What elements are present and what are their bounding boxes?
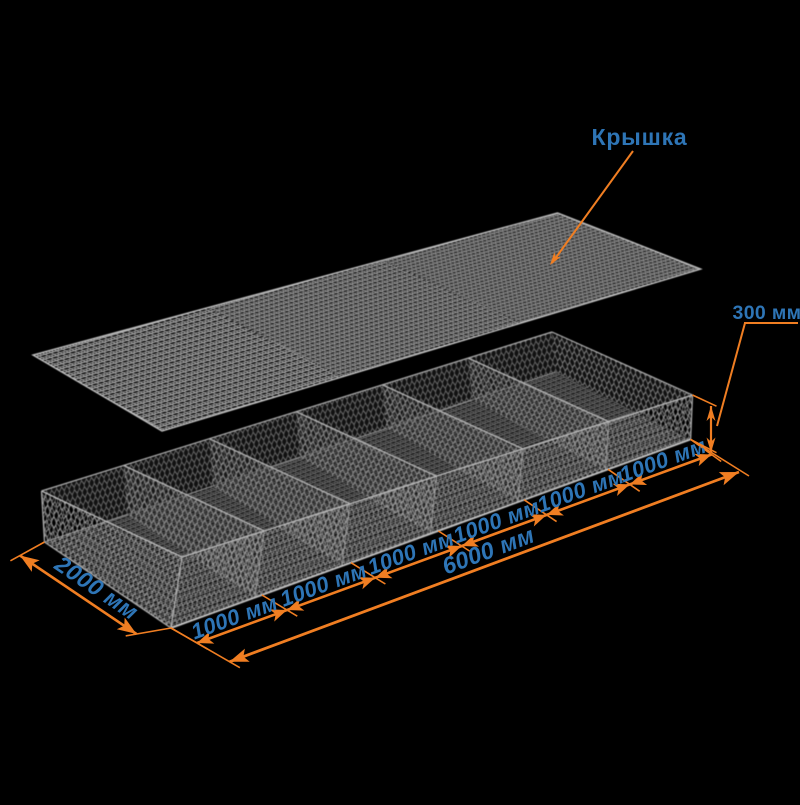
svg-text:300 мм: 300 мм [733, 302, 800, 324]
svg-text:Крышка: Крышка [591, 124, 687, 150]
